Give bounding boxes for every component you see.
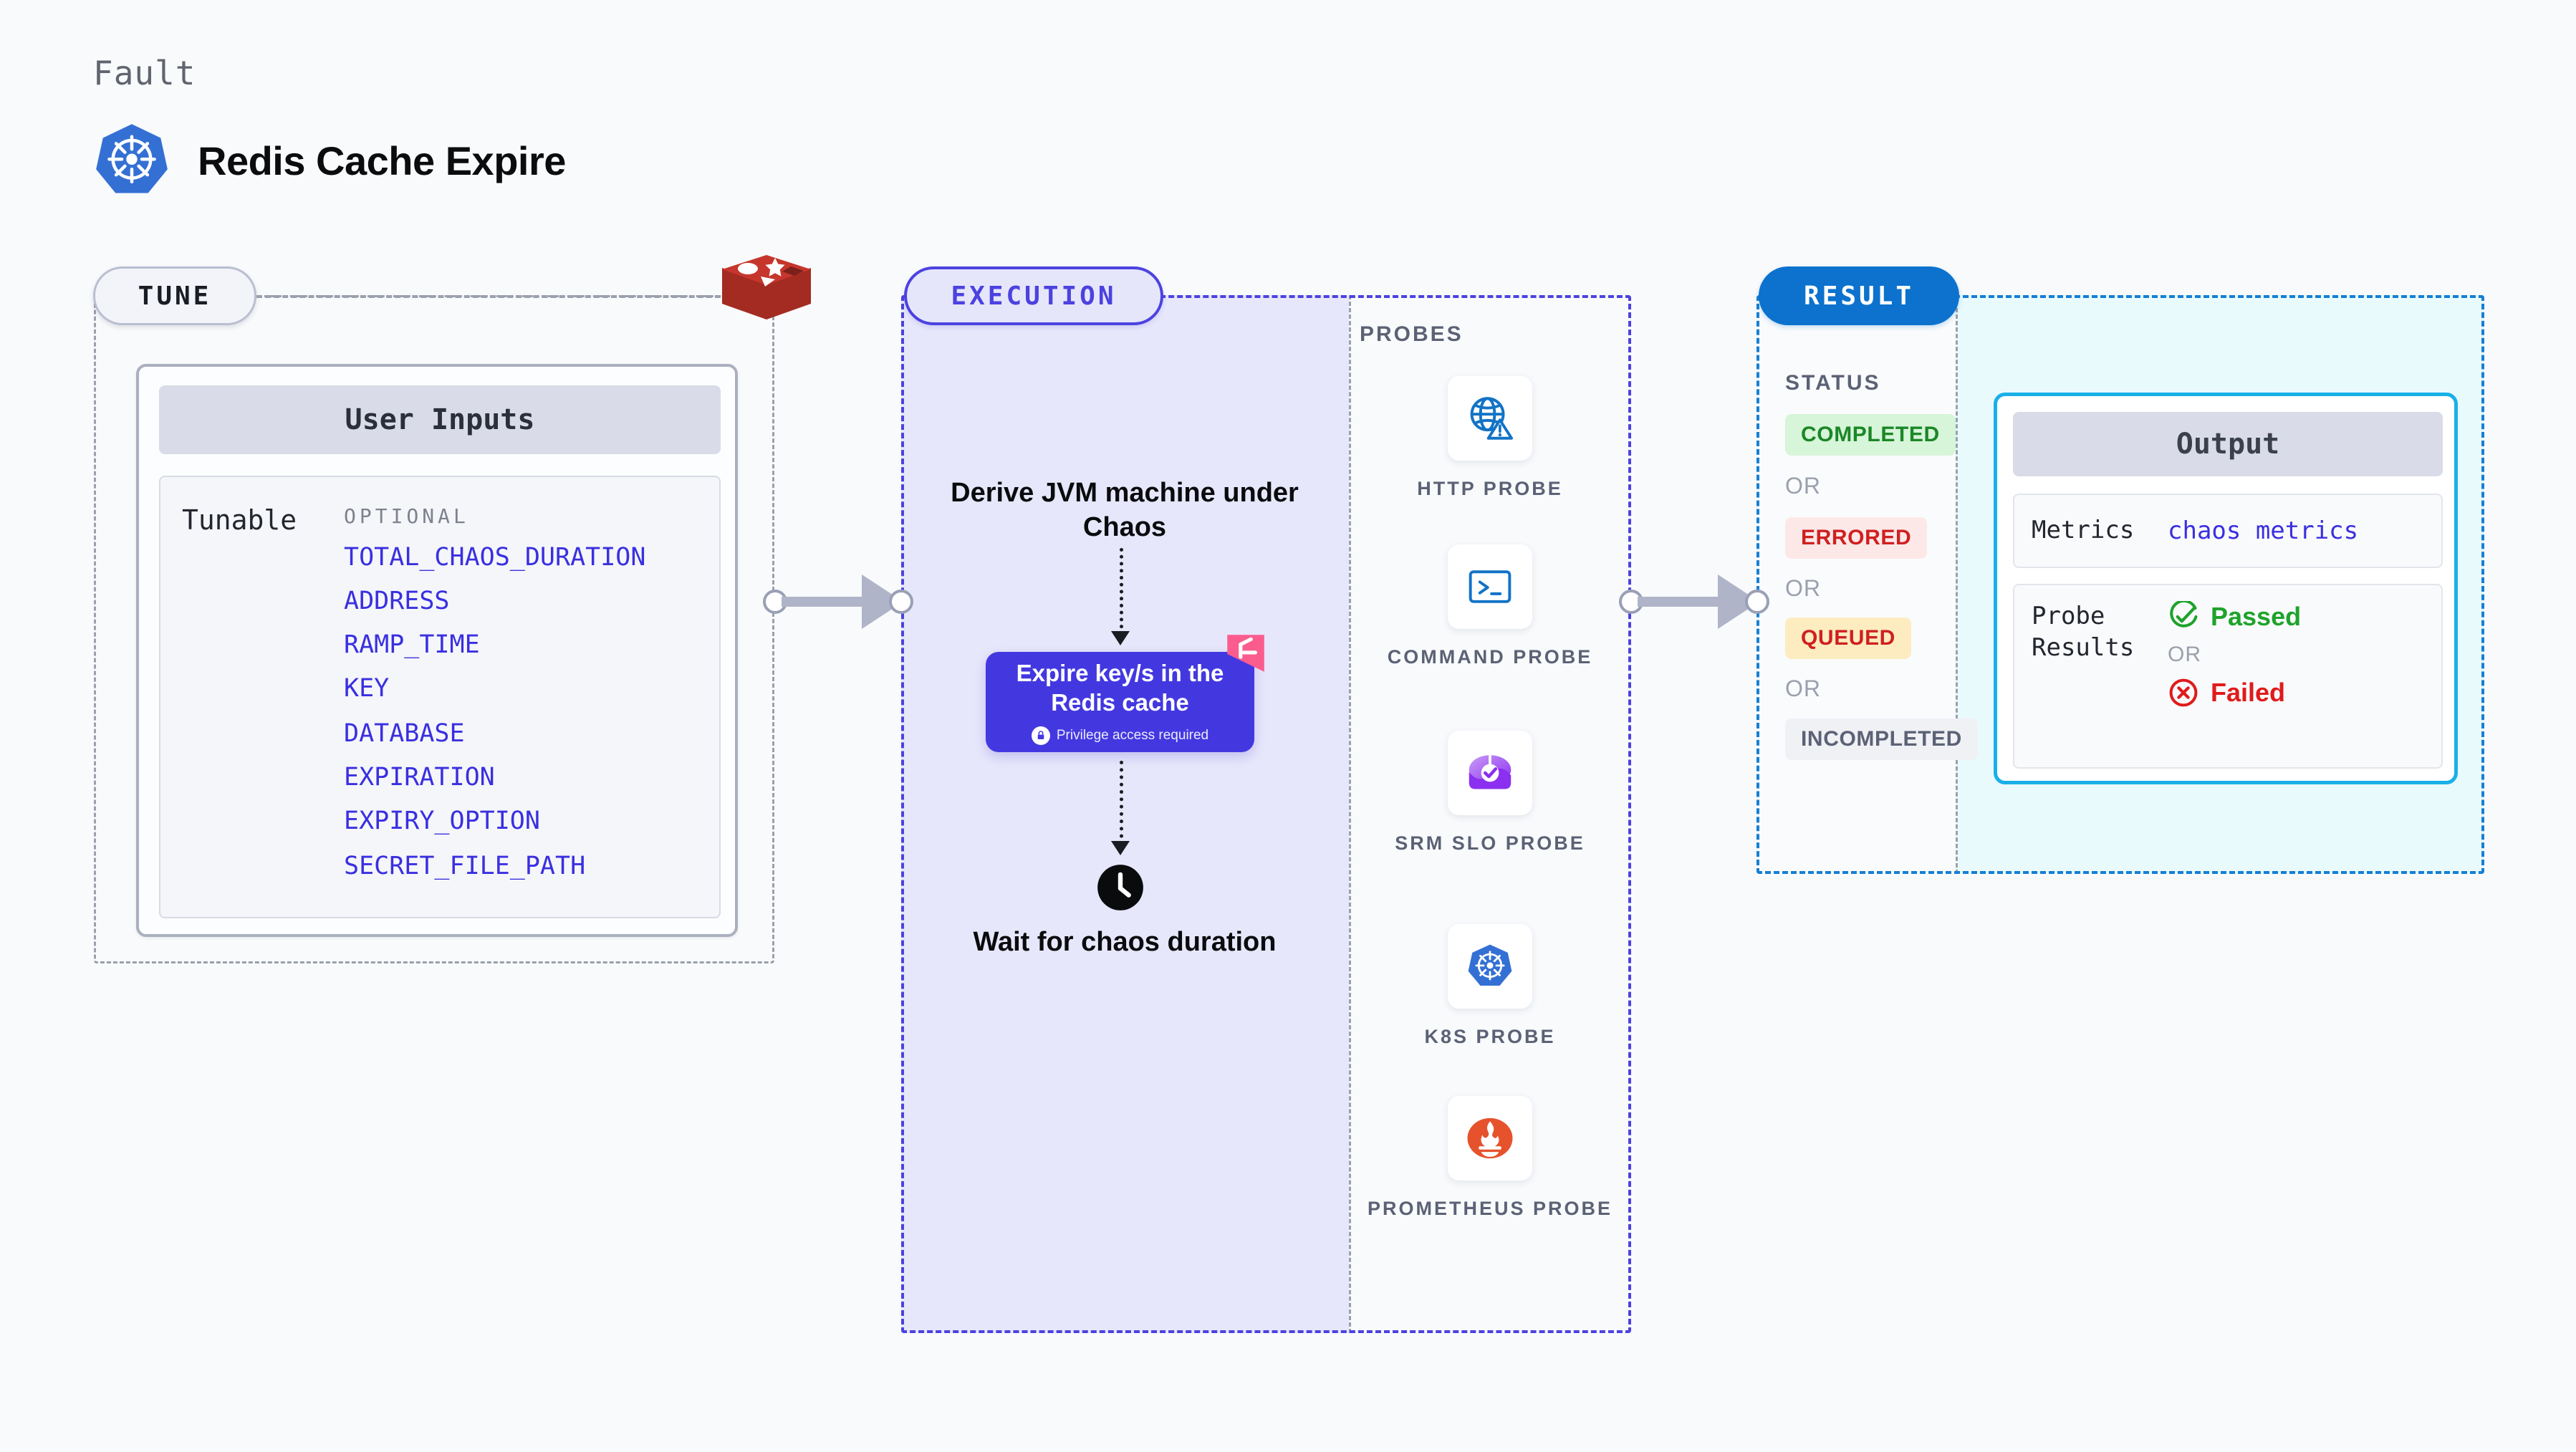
arrow-tune-to-execution: [763, 574, 913, 629]
stage-pill-result[interactable]: RESULT: [1759, 266, 1959, 325]
probe-result-failed-label: Failed: [2211, 678, 2286, 707]
probe-http-tile: [1448, 376, 1532, 461]
lock-icon: [1031, 726, 1050, 745]
param-expiration[interactable]: EXPIRATION: [344, 763, 495, 792]
probe-command-label: COMMAND PROBE: [1387, 646, 1593, 668]
execution-step-derive: Derive JVM machine under Chaos: [951, 478, 1299, 542]
tune-target-connector: [256, 295, 729, 298]
status-badge-queued: QUEUED: [1785, 617, 1911, 659]
probe-result-or: OR: [2168, 643, 2201, 666]
execution-region: [901, 295, 1631, 1333]
kubernetes-icon: [96, 124, 168, 193]
arrow-shaft: [1638, 597, 1727, 607]
probe-srm-slo[interactable]: SRM SLO PROBE: [1349, 731, 1631, 857]
execution-connector-2-arrowhead: [1111, 841, 1130, 855]
probe-results-key: Probe Results: [2032, 602, 2135, 662]
arrow-execution-to-result: [1619, 574, 1769, 629]
stage-pill-execution[interactable]: EXECUTION: [904, 266, 1163, 325]
user-inputs-title: User Inputs: [159, 385, 721, 454]
arrow-end-node: [889, 590, 913, 614]
metrics-value[interactable]: chaos metrics: [2168, 516, 2359, 545]
page-kicker: Fault: [93, 54, 196, 92]
arrow-shaft: [782, 597, 871, 607]
probe-http-label: HTTP PROBE: [1417, 478, 1563, 499]
output-card: Output Metrics chaos metrics Probe Resul…: [1994, 393, 2458, 784]
fault-card-title: Expire key/s in the Redis cache: [1016, 660, 1224, 716]
execution-step-wait: Wait for chaos duration: [973, 927, 1277, 957]
fault-card-note: Privilege access required: [1031, 726, 1209, 745]
terminal-icon: [1469, 570, 1512, 603]
prometheus-icon: [1467, 1117, 1513, 1159]
kubernetes-icon: [1468, 944, 1512, 986]
metrics-key: Metrics: [2032, 516, 2135, 545]
status-badge-incompleted: INCOMPLETED: [1785, 718, 1978, 760]
param-address[interactable]: ADDRESS: [344, 587, 450, 615]
execution-fault-card[interactable]: Expire key/s in the Redis cache Privileg…: [986, 652, 1254, 752]
status-or-3: OR: [1785, 675, 1821, 701]
optional-label: OPTIONAL: [344, 504, 469, 528]
parameter-list: OPTIONAL TOTAL_CHAOS_DURATION ADDRESS RA…: [344, 504, 719, 917]
probes-divider: [1349, 295, 1351, 1333]
srm-slo-icon: [1469, 755, 1512, 789]
probe-k8s-tile: [1448, 924, 1532, 1009]
redis-logo-icon: [722, 255, 811, 319]
status-or-1: OR: [1785, 473, 1821, 499]
x-circle-icon: [2169, 678, 2198, 707]
probe-k8s[interactable]: K8S PROBE: [1349, 924, 1631, 1050]
lock-glyph: [1037, 731, 1044, 739]
probe-command[interactable]: COMMAND PROBE: [1349, 544, 1631, 670]
execution-panel-background: [901, 295, 1349, 1333]
probe-result-passed-label: Passed: [2211, 602, 2302, 631]
execution-connector-2: [1120, 761, 1123, 845]
tune-user-inputs-card: User Inputs Tunable OPTIONAL TOTAL_CHAOS…: [136, 364, 738, 937]
page-title: Redis Cache Expire: [198, 138, 566, 183]
probe-prometheus[interactable]: PROMETHEUS PROBE: [1349, 1096, 1631, 1222]
probe-k8s-label: K8S PROBE: [1424, 1026, 1556, 1047]
status-badge-errored: ERRORED: [1785, 517, 1928, 559]
tunable-label: Tunable: [182, 504, 297, 536]
output-row-metrics: Metrics chaos metrics: [2013, 494, 2443, 568]
user-inputs-body: Tunable OPTIONAL TOTAL_CHAOS_DURATION AD…: [159, 476, 721, 918]
probes-label: PROBES: [1360, 322, 1464, 346]
output-row-probe-results: Probe Results Passed OR Faile: [2013, 584, 2443, 769]
stage-pill-tune[interactable]: TUNE: [93, 266, 256, 325]
param-key[interactable]: KEY: [344, 674, 390, 703]
probe-command-tile: [1448, 544, 1532, 629]
param-ramp-time[interactable]: RAMP_TIME: [344, 630, 480, 659]
probe-prometheus-tile: [1448, 1096, 1532, 1181]
execution-connector-1-arrowhead: [1111, 631, 1130, 645]
execution-connector-1: [1120, 548, 1123, 635]
param-secret-file-path[interactable]: SECRET_FILE_PATH: [344, 852, 586, 880]
fault-card-note-text: Privilege access required: [1056, 727, 1209, 743]
probe-srm-slo-tile: [1448, 731, 1532, 815]
page-header: Redis Cache Expire: [92, 120, 566, 201]
globe-warning-icon: [1470, 397, 1514, 440]
param-database[interactable]: DATABASE: [344, 719, 465, 748]
probe-prometheus-label: PROMETHEUS PROBE: [1367, 1198, 1613, 1219]
probe-results-values: Passed OR Failed: [2168, 601, 2301, 708]
status-or-2: OR: [1785, 575, 1821, 601]
param-total-chaos-duration[interactable]: TOTAL_CHAOS_DURATION: [344, 543, 646, 572]
status-badge-completed: COMPLETED: [1785, 414, 1956, 456]
probe-srm-slo-label: SRM SLO PROBE: [1395, 832, 1585, 854]
clock-icon: [1097, 865, 1143, 910]
param-expiry-option[interactable]: EXPIRY_OPTION: [344, 807, 540, 835]
status-label: STATUS: [1785, 371, 1881, 395]
litmus-chaos-icon: [1227, 635, 1264, 672]
probe-http[interactable]: HTTP PROBE: [1349, 376, 1631, 502]
check-circle-icon: [2170, 601, 2198, 628]
status-panel-background: [1756, 295, 1956, 874]
arrow-end-node: [1745, 590, 1769, 614]
result-divider: [1956, 295, 1958, 874]
probe-result-failed: Failed: [2168, 677, 2301, 708]
output-title: Output: [2013, 412, 2443, 476]
probe-result-passed: Passed: [2168, 601, 2301, 633]
